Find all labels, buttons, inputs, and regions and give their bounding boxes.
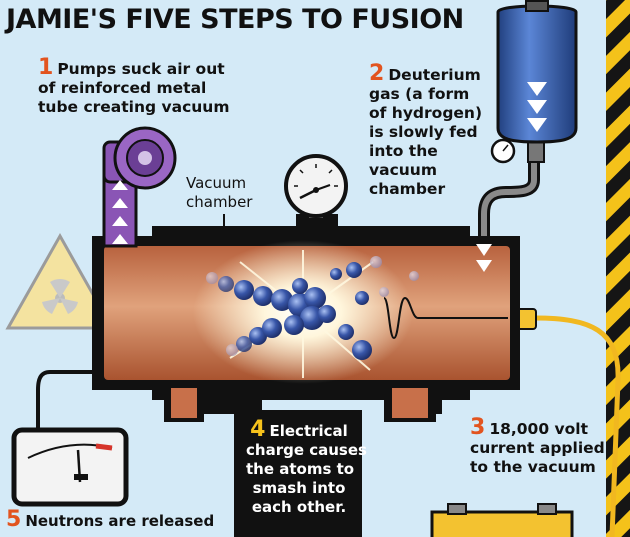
step-3-number: 3 — [470, 415, 486, 440]
vacuum-chamber-label-line-2: chamber — [186, 193, 253, 211]
step-2-line-2: gas (a form — [369, 85, 470, 103]
step-2-line-7: chamber — [369, 180, 446, 198]
step-4-line-4: smash into — [252, 479, 346, 497]
step-1-line-1: Pumps suck air out — [57, 60, 225, 78]
step-2-line-1: Deuterium — [388, 66, 481, 84]
step-2-line-5: into the — [369, 142, 438, 160]
power-cable — [534, 315, 621, 537]
step-4-line-3: the atoms to — [246, 460, 355, 478]
step-2-number: 2 — [369, 61, 385, 86]
battery-icon — [430, 503, 574, 537]
step-2-line-6: vacuum — [369, 161, 437, 179]
step-2-line-3: of hydrogen) — [369, 104, 483, 122]
step-4-box — [234, 410, 362, 537]
step-4-line-5: each other. — [251, 498, 347, 516]
step-3-line-1: 18,000 volt — [489, 420, 588, 438]
step-2-line-4: is slowly fed — [369, 123, 478, 141]
step-5-number: 5 — [6, 507, 22, 532]
step-3-line-3: to the vacuum — [470, 458, 596, 476]
step-4-number: 4 — [250, 417, 266, 442]
step-4-line-1: Electrical — [269, 422, 348, 440]
step-1-number: 1 — [38, 55, 54, 80]
step-4-line-2: charge causes — [246, 441, 367, 459]
vacuum-pump-icon — [102, 126, 177, 248]
page-title: JAMIE'S FIVE STEPS TO FUSION — [6, 4, 464, 35]
gas-canister-icon — [476, 0, 578, 272]
neutron-meter-icon — [11, 427, 129, 507]
step-5-line-1: Neutrons are released — [25, 512, 215, 530]
deuterium-atoms — [206, 256, 419, 360]
step-3-line-2: current applied — [470, 439, 605, 457]
step-1-line-2: of reinforced metal — [38, 79, 207, 97]
vacuum-chamber-label-line-1: Vacuum — [186, 174, 247, 192]
vacuum-chamber-label: Vacuum chamber — [186, 174, 252, 212]
meter-wire — [36, 370, 96, 430]
electrode-filament — [383, 296, 508, 340]
step-1-line-3: tube creating vacuum — [38, 98, 230, 116]
hazard-stripes-icon — [606, 0, 630, 537]
radiation-hazard-icon — [5, 232, 115, 330]
pressure-gauge-icon — [284, 154, 348, 220]
